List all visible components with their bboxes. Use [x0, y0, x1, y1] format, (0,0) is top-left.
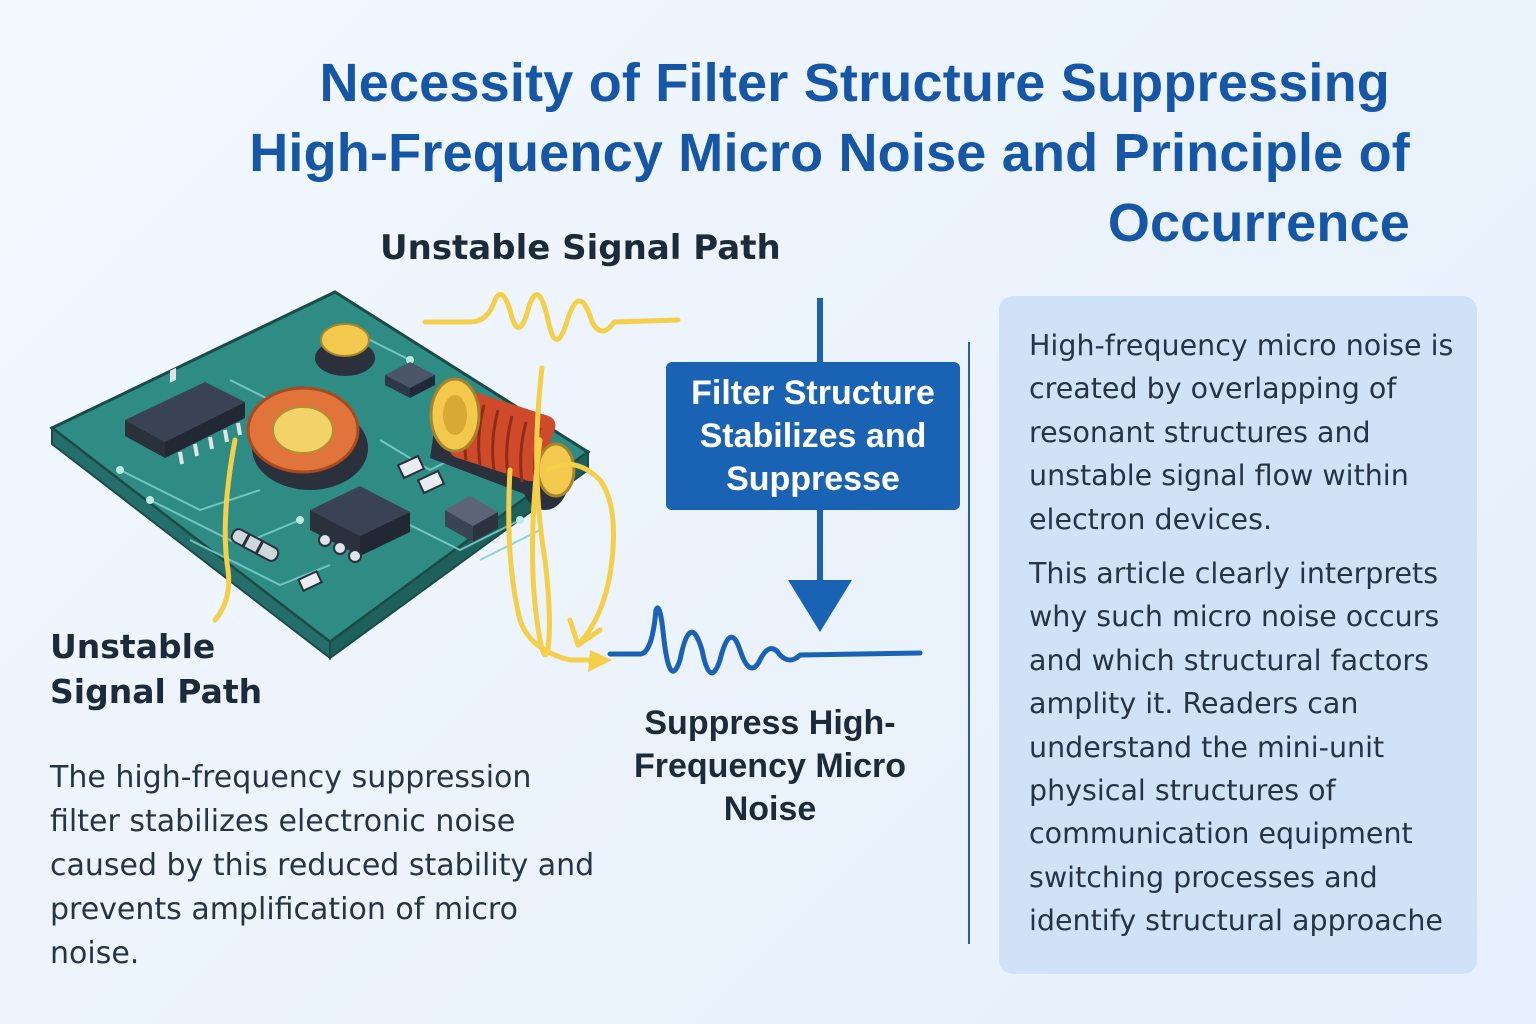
- title-line-1: Necessity of Filter Structure Suppressin…: [319, 53, 1390, 113]
- title-line-2: High-Frequency Micro Noise and Principle…: [249, 123, 1410, 183]
- noisy-signal-wave-icon: [212, 291, 681, 663]
- vertical-divider: [968, 342, 970, 944]
- toroidal-core-icon: [246, 386, 368, 490]
- filter-structure-box: Filter Structure Stabilizes and Suppress…: [666, 362, 960, 510]
- info-paragraph-1: High-frequency micro noise is created by…: [1029, 329, 1454, 536]
- left-description: The high-frequency suppression filter st…: [50, 760, 595, 971]
- info-panel: High-frequency micro noise is created by…: [999, 296, 1477, 974]
- info-paragraph-2: This article clearly interprets why such…: [1029, 557, 1443, 938]
- down-arrow-icon: [788, 298, 852, 632]
- title-line-3: Occurrence: [1107, 193, 1410, 253]
- page-title: Necessity of Filter Structure Suppressin…: [150, 48, 1410, 258]
- damped-signal-wave-icon: [607, 605, 923, 676]
- suppress-noise-label: Suppress High-Frequency Micro Noise: [633, 704, 907, 828]
- unstable-signal-path-left-label: Unstable Signal Path: [50, 627, 263, 711]
- unstable-signal-path-top-label: Unstable Signal Path: [380, 228, 781, 268]
- filter-box-label: Filter Structure Stabilizes and Suppress…: [691, 374, 935, 498]
